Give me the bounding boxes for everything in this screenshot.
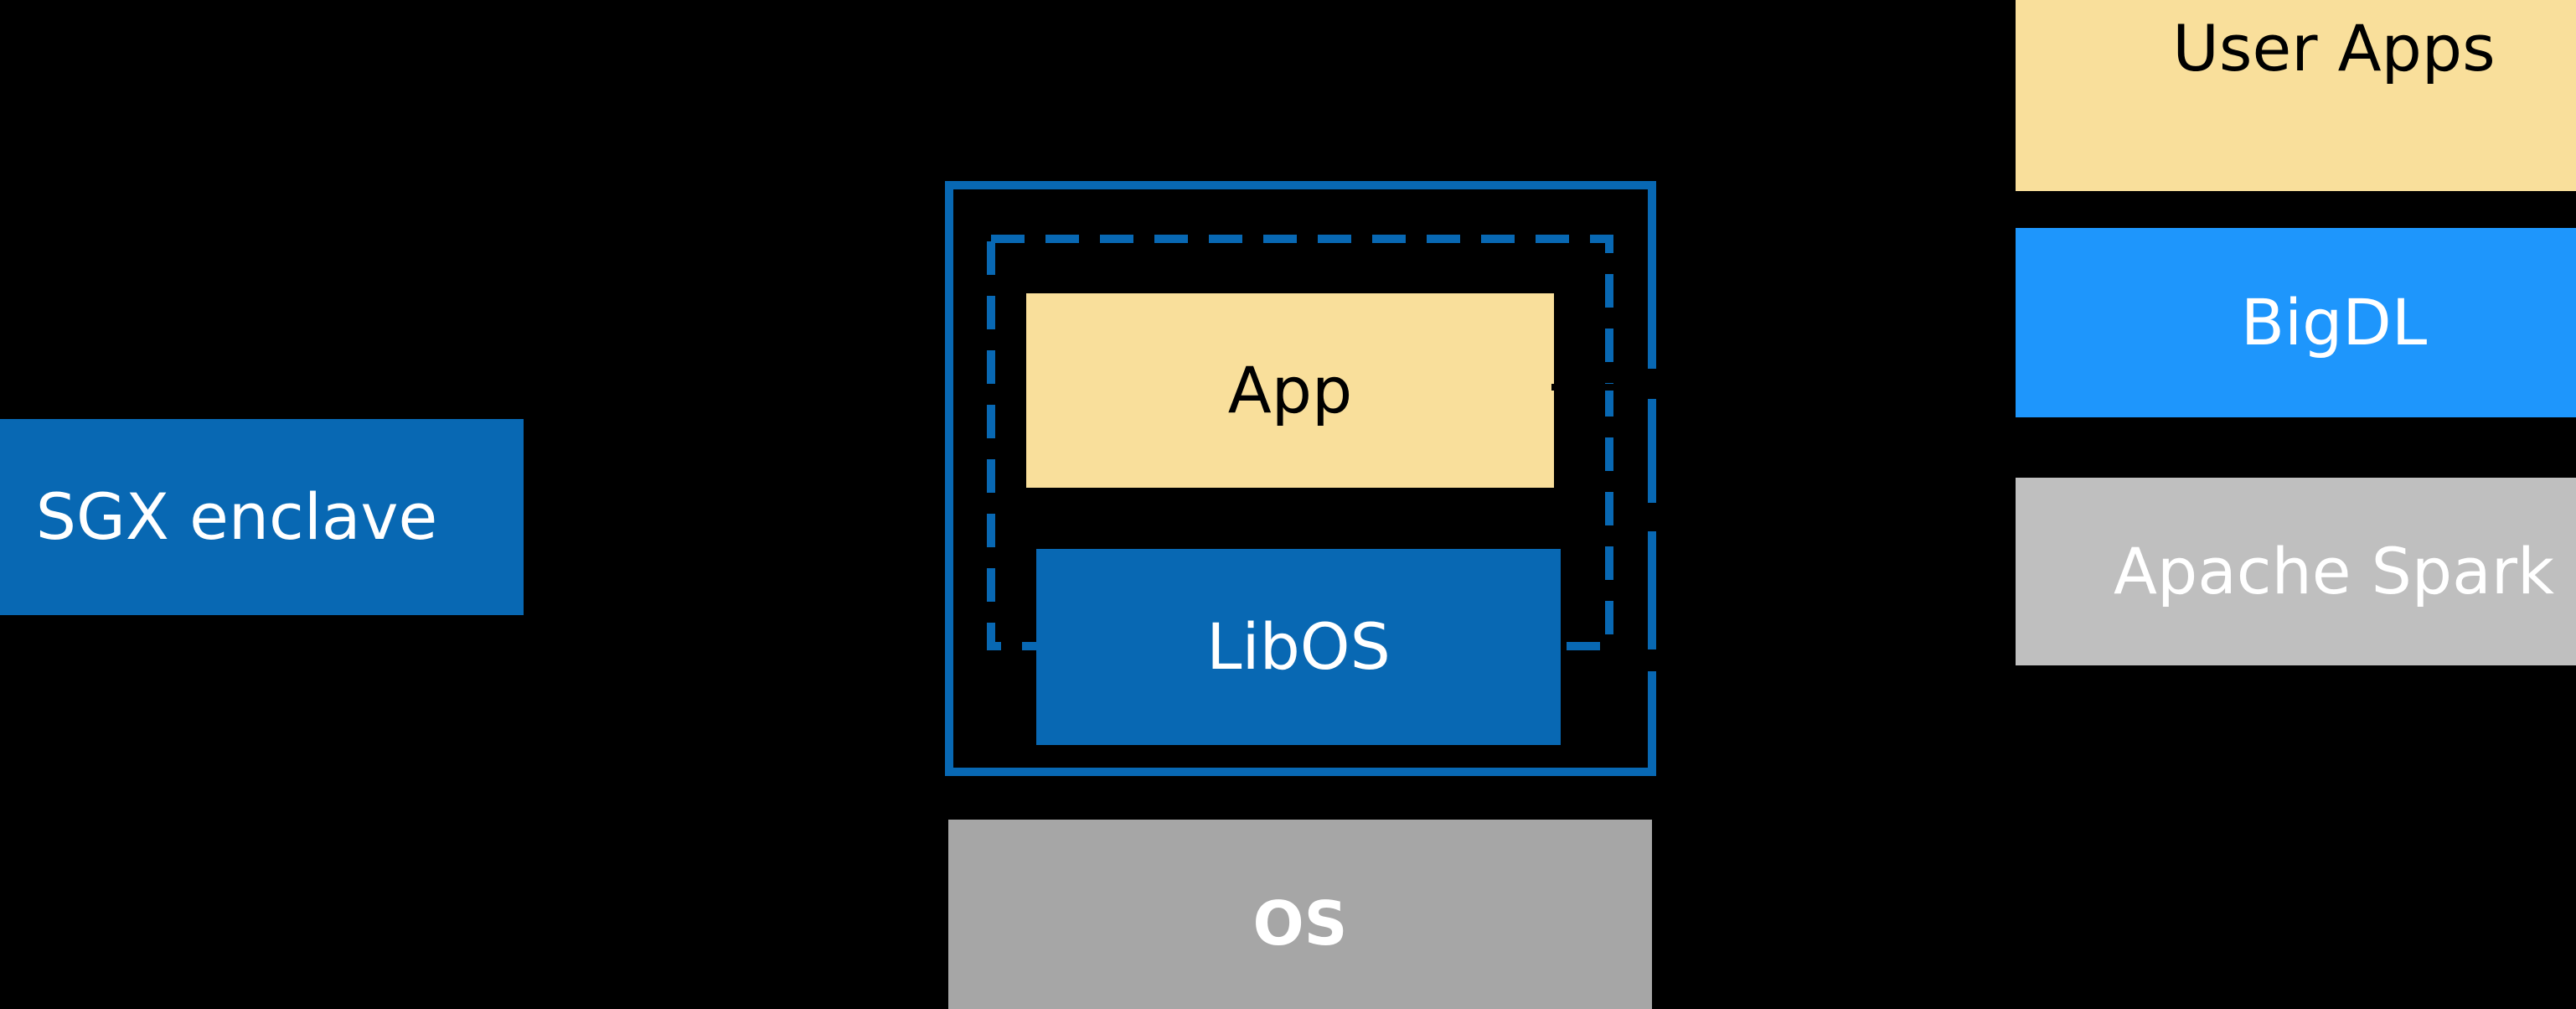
bigdl-box[interactable]: BigDL — [2016, 228, 2576, 417]
apache-spark-box[interactable]: Apache Spark — [2016, 478, 2576, 665]
enclave-outer-boundary — [945, 181, 1656, 776]
os-label: OS — [1252, 888, 1348, 960]
app-box[interactable]: App — [1026, 293, 1554, 488]
apache-spark-label: Apache Spark — [2114, 534, 2554, 609]
sgx-to-enclave-arrow — [526, 506, 945, 525]
os-box[interactable]: OS — [948, 820, 1652, 1009]
libos-label: LibOS — [1206, 609, 1391, 685]
user-apps-box[interactable]: User Apps — [2016, 0, 2576, 191]
bigdl-label: BigDL — [2240, 285, 2428, 360]
sgx-enclave-label: SGX enclave — [35, 479, 438, 555]
app-label: App — [1227, 353, 1353, 428]
sgx-enclave-box[interactable]: SGX enclave — [0, 419, 524, 615]
user-apps-label: User Apps — [2172, 11, 2496, 86]
libos-box[interactable]: LibOS — [1036, 549, 1561, 745]
